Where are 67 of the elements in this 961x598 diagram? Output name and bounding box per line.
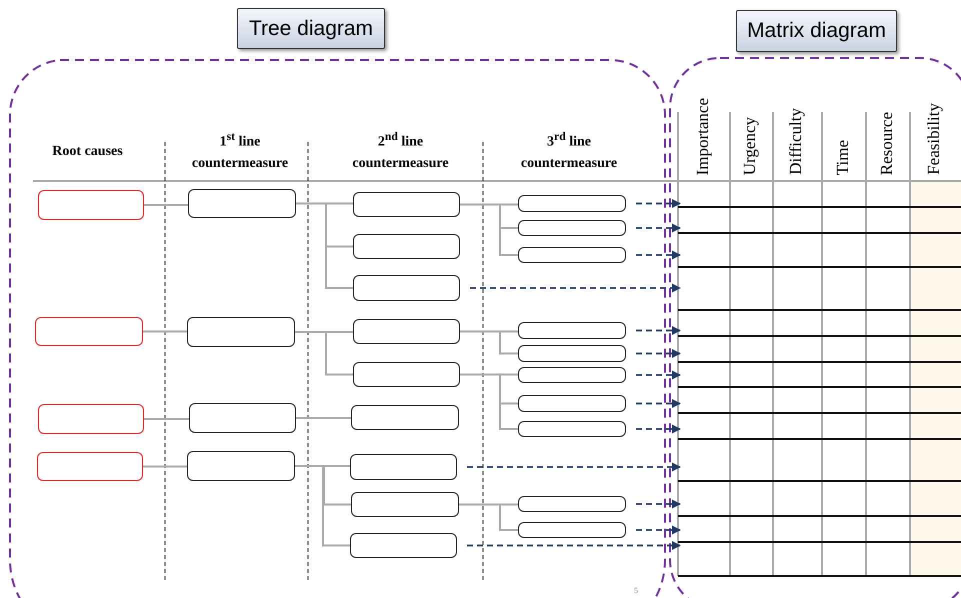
column-header: Difficulty — [786, 108, 806, 175]
title-text: Tree diagram — [248, 16, 374, 40]
column-header: Urgency — [740, 116, 760, 175]
countermeasure-box — [518, 421, 626, 437]
connector-line — [296, 202, 353, 289]
countermeasure-box — [518, 195, 626, 212]
column-header: 2$^{nd}$ line countermeasure — [351, 129, 450, 173]
connector-line — [144, 418, 189, 420]
connector-line — [460, 204, 518, 256]
connector-line — [460, 330, 518, 354]
title-text: Matrix diagram — [747, 19, 886, 43]
dashed-arrow — [467, 541, 681, 550]
countermeasure-box — [353, 234, 460, 259]
connector-line — [296, 417, 351, 419]
page-number: 5 — [634, 586, 638, 596]
connector-line — [460, 374, 518, 430]
countermeasure-box — [518, 247, 626, 263]
countermeasure-box — [189, 403, 296, 433]
dashed-arrow — [636, 500, 681, 508]
connector-line — [295, 465, 350, 546]
dashed-arrow — [470, 284, 681, 292]
countermeasure-box — [350, 533, 457, 558]
dashed-arrow — [636, 199, 681, 208]
dashed-arrow — [636, 526, 681, 534]
column-header: Feasibility — [924, 103, 944, 175]
dashed-arrow — [636, 224, 681, 232]
dashed-arrow — [636, 250, 681, 260]
countermeasure-box — [353, 362, 460, 387]
countermeasure-box — [518, 522, 626, 538]
column-header: Resource — [877, 112, 897, 175]
connector-line — [143, 466, 187, 468]
countermeasure-box — [353, 275, 460, 301]
column-header: Root causes — [51, 143, 124, 161]
countermeasure-box — [351, 405, 459, 430]
title-box — [237, 8, 385, 49]
column-header: Importance — [693, 98, 713, 175]
column-header: 3$^{rd}$ line countermeasure — [520, 129, 618, 173]
connector-line — [144, 204, 188, 206]
root-cause-box — [37, 452, 143, 481]
dashed-arrow — [636, 349, 681, 358]
dashed-arrow — [636, 424, 681, 434]
countermeasure-box — [518, 345, 626, 362]
countermeasure-box — [187, 317, 295, 347]
connector-line — [295, 331, 353, 376]
countermeasure-box — [353, 319, 460, 344]
countermeasure-box — [353, 192, 460, 217]
countermeasure-box — [518, 395, 626, 412]
dashed-arrow — [636, 370, 681, 380]
countermeasure-box — [518, 367, 626, 383]
dashed-arrow — [636, 326, 681, 335]
countermeasure-box — [518, 220, 626, 236]
countermeasure-box — [188, 189, 296, 218]
root-cause-box — [38, 404, 144, 434]
title-box — [736, 10, 897, 52]
root-cause-box — [35, 317, 143, 346]
root-cause-box — [38, 190, 144, 220]
column-header: 1$^{st}$ line countermeasure — [190, 129, 290, 173]
countermeasure-box — [518, 496, 626, 512]
connector-line — [459, 504, 518, 531]
dashed-arrow — [636, 399, 681, 408]
column-header: Time — [833, 140, 853, 175]
countermeasure-box — [350, 454, 457, 480]
connector-line — [143, 330, 187, 332]
countermeasure-box — [518, 322, 626, 339]
countermeasure-box — [187, 451, 295, 481]
dashed-arrow — [467, 462, 681, 472]
countermeasure-box — [351, 492, 459, 517]
